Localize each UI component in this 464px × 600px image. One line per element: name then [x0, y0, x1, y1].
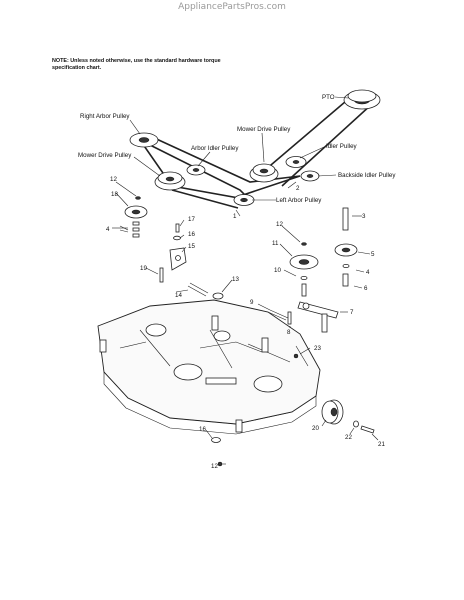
label-left-arbor-pulley: Left Arbor Pulley: [276, 197, 322, 204]
callout-7: 7: [350, 309, 354, 316]
callout-12-bottom: 12: [211, 463, 218, 470]
idler-arm-7[interactable]: [297, 301, 339, 333]
bolt-19: [159, 267, 164, 283]
callout-22: 22: [345, 434, 352, 441]
callout-6: 6: [364, 285, 368, 292]
callout-8: 8: [287, 329, 291, 336]
mower-deck[interactable]: [97, 299, 321, 435]
mower-drive-pulley-center[interactable]: [249, 163, 279, 183]
callout-10: 10: [274, 267, 281, 274]
callout-23: 23: [314, 345, 321, 352]
label-arbor-idler-pulley: Arbor Idler Pulley: [191, 145, 239, 152]
left-arbor-pulley[interactable]: [233, 194, 255, 206]
pto-belt-upper: [257, 95, 353, 177]
callout-18: 18: [111, 191, 118, 198]
right-arbor-pulley[interactable]: [129, 132, 159, 148]
nut-23: [293, 353, 299, 359]
nut-12-bottom: [217, 461, 223, 467]
mower-drive-pulley-left[interactable]: [154, 171, 186, 191]
callout-12-left: 12: [110, 176, 117, 183]
leader-lines: [112, 96, 379, 465]
callout-16-bottom: 16: [199, 426, 206, 433]
spring-14[interactable]: [187, 282, 209, 297]
callout-19: 19: [140, 265, 147, 272]
backside-idler-pulley[interactable]: [300, 170, 320, 182]
arbor-idler-pulley[interactable]: [186, 164, 206, 176]
label-mower-drive-pulley-left: Mower Drive Pulley: [78, 152, 132, 159]
callout-13: 13: [232, 276, 239, 283]
callout-17: 17: [188, 216, 195, 223]
callout-2: 2: [296, 185, 300, 192]
pulley-18[interactable]: [124, 205, 148, 219]
hardware-stack-right: [342, 207, 350, 287]
pto-pulley[interactable]: [343, 89, 381, 110]
hardware-stack-center: [300, 242, 308, 297]
label-idler-pulley: Idler Pulley: [326, 143, 358, 150]
callout-11: 11: [272, 240, 279, 247]
label-mower-drive-pulley-top: Mower Drive Pulley: [237, 126, 291, 133]
watermark: AppliancePartsPros.com: [178, 2, 286, 12]
callout-3: 3: [362, 213, 366, 220]
label-pto: PTO: [322, 94, 335, 101]
torque-note: NOTE: Unless noted otherwise, use the st…: [52, 58, 221, 71]
callout-16-top: 16: [188, 231, 195, 238]
callout-9: 9: [250, 299, 254, 306]
washer-16-bottom: [211, 437, 221, 443]
callout-12-center: 12: [276, 221, 283, 228]
pulley-5[interactable]: [334, 243, 358, 257]
callout-20: 20: [312, 425, 319, 432]
callout-5: 5: [371, 251, 375, 258]
callout-14: 14: [175, 292, 182, 299]
bolt-17: [175, 223, 180, 233]
bracket-15[interactable]: [169, 247, 187, 271]
callout-4-right: 4: [366, 269, 370, 276]
idler-pulley[interactable]: [285, 156, 307, 168]
washer-22: [353, 420, 359, 428]
callout-4-left: 4: [106, 226, 110, 233]
callout-15: 15: [188, 243, 195, 250]
bolt-8: [287, 311, 292, 325]
callout-21: 21: [378, 441, 385, 448]
bolt-21: [360, 425, 375, 434]
spring-9[interactable]: [267, 309, 289, 321]
pulley-11[interactable]: [289, 254, 319, 270]
belt-system: [139, 95, 373, 209]
washer-16-top: [173, 235, 181, 241]
callout-1: 1: [233, 213, 237, 220]
mower-belt-bottom: [171, 189, 239, 209]
pto-belt-lower: [281, 103, 373, 187]
anti-scalp-wheel-20[interactable]: [321, 399, 344, 425]
label-right-arbor-pulley: Right Arbor Pulley: [80, 113, 130, 120]
bushing-13: [212, 292, 224, 300]
label-backside-idler-pulley: Backside Idler Pulley: [338, 172, 396, 179]
